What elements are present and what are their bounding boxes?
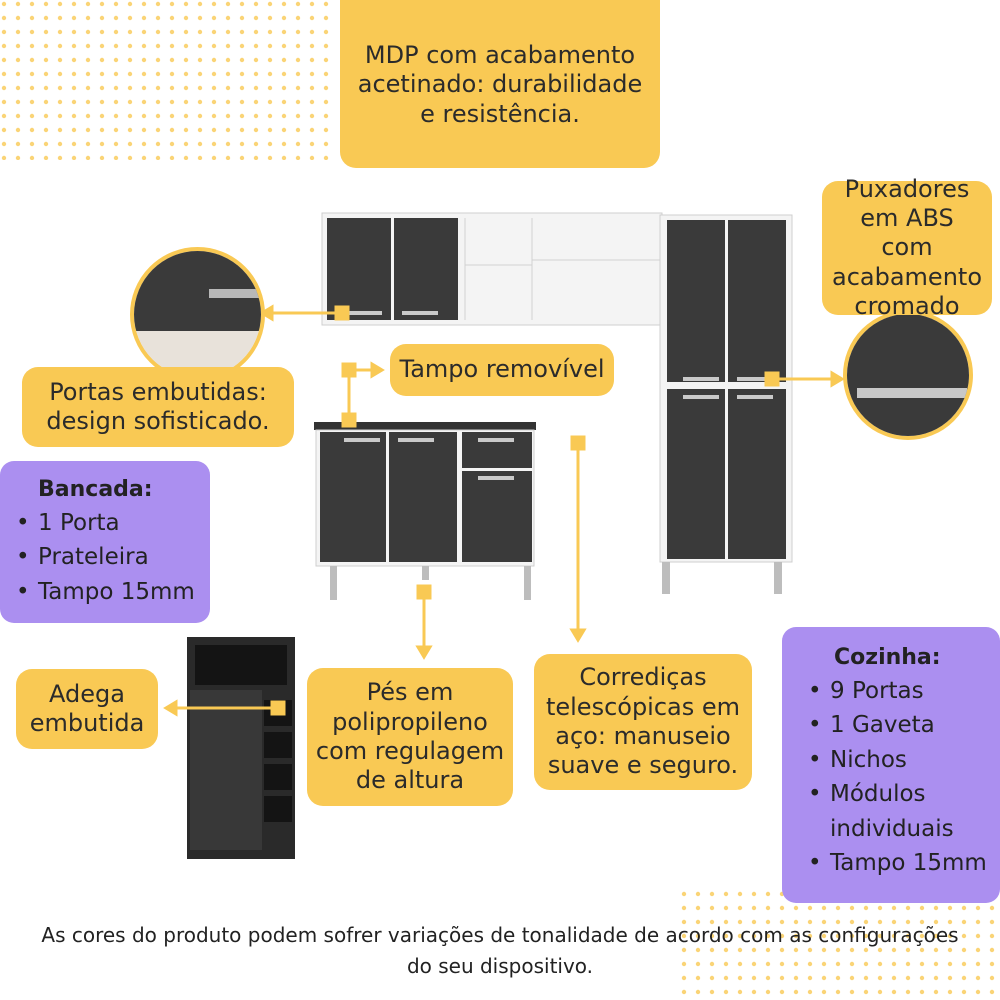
base-cabinet	[314, 422, 536, 600]
cozinha-list: 9 Portas 1 Gaveta Nichos Módulos individ…	[804, 674, 1000, 881]
door-detail-zoom	[130, 247, 265, 382]
bancada-spec-card: Bancada: 1 Porta Prateleira Tampo 15mm	[0, 461, 210, 623]
mdp-finish-callout: MDP com acabamento acetinado: durabilida…	[340, 0, 660, 168]
telescopic-slides-callout: Corrediças telescópicas em aço: manuseio…	[534, 654, 752, 790]
wine-rack-callout: Adega embutida	[16, 669, 158, 749]
feet-callout: Pés em polipropileno com regulagem de al…	[307, 668, 513, 806]
color-disclaimer: As cores do produto podem sofrer variaçõ…	[41, 923, 959, 978]
list-item: Tampo 15mm	[804, 846, 1000, 881]
upper-wall-cabinet	[321, 212, 663, 326]
list-item: Módulos individuais	[804, 777, 1000, 846]
embedded-doors-callout: Portas embutidas: design sofisticado.	[22, 367, 294, 447]
dot-pattern-top-left	[0, 0, 330, 160]
list-item: 9 Portas	[804, 674, 1000, 709]
connectors	[163, 304, 845, 717]
removable-top-callout: Tampo removível	[390, 344, 614, 396]
tall-pantry-cabinet	[659, 214, 793, 594]
handle-detail-zoom	[843, 310, 973, 440]
dot-pattern-bottom-right	[680, 890, 1000, 1000]
cozinha-spec-card: Cozinha: 9 Portas 1 Gaveta Nichos Módulo…	[782, 627, 1000, 903]
cozinha-title: Cozinha:	[834, 645, 941, 670]
bancada-list: 1 Porta Prateleira Tampo 15mm	[12, 506, 210, 610]
list-item: 1 Gaveta	[804, 708, 1000, 743]
bancada-title: Bancada:	[38, 477, 153, 502]
handles-callout: Puxadores em ABS com acabamento cromado	[822, 175, 992, 320]
list-item: Tampo 15mm	[12, 575, 210, 610]
list-item: Prateleira	[12, 540, 210, 575]
list-item: 1 Porta	[12, 506, 210, 541]
wine-cabinet	[187, 637, 295, 859]
list-item: Nichos	[804, 743, 1000, 778]
